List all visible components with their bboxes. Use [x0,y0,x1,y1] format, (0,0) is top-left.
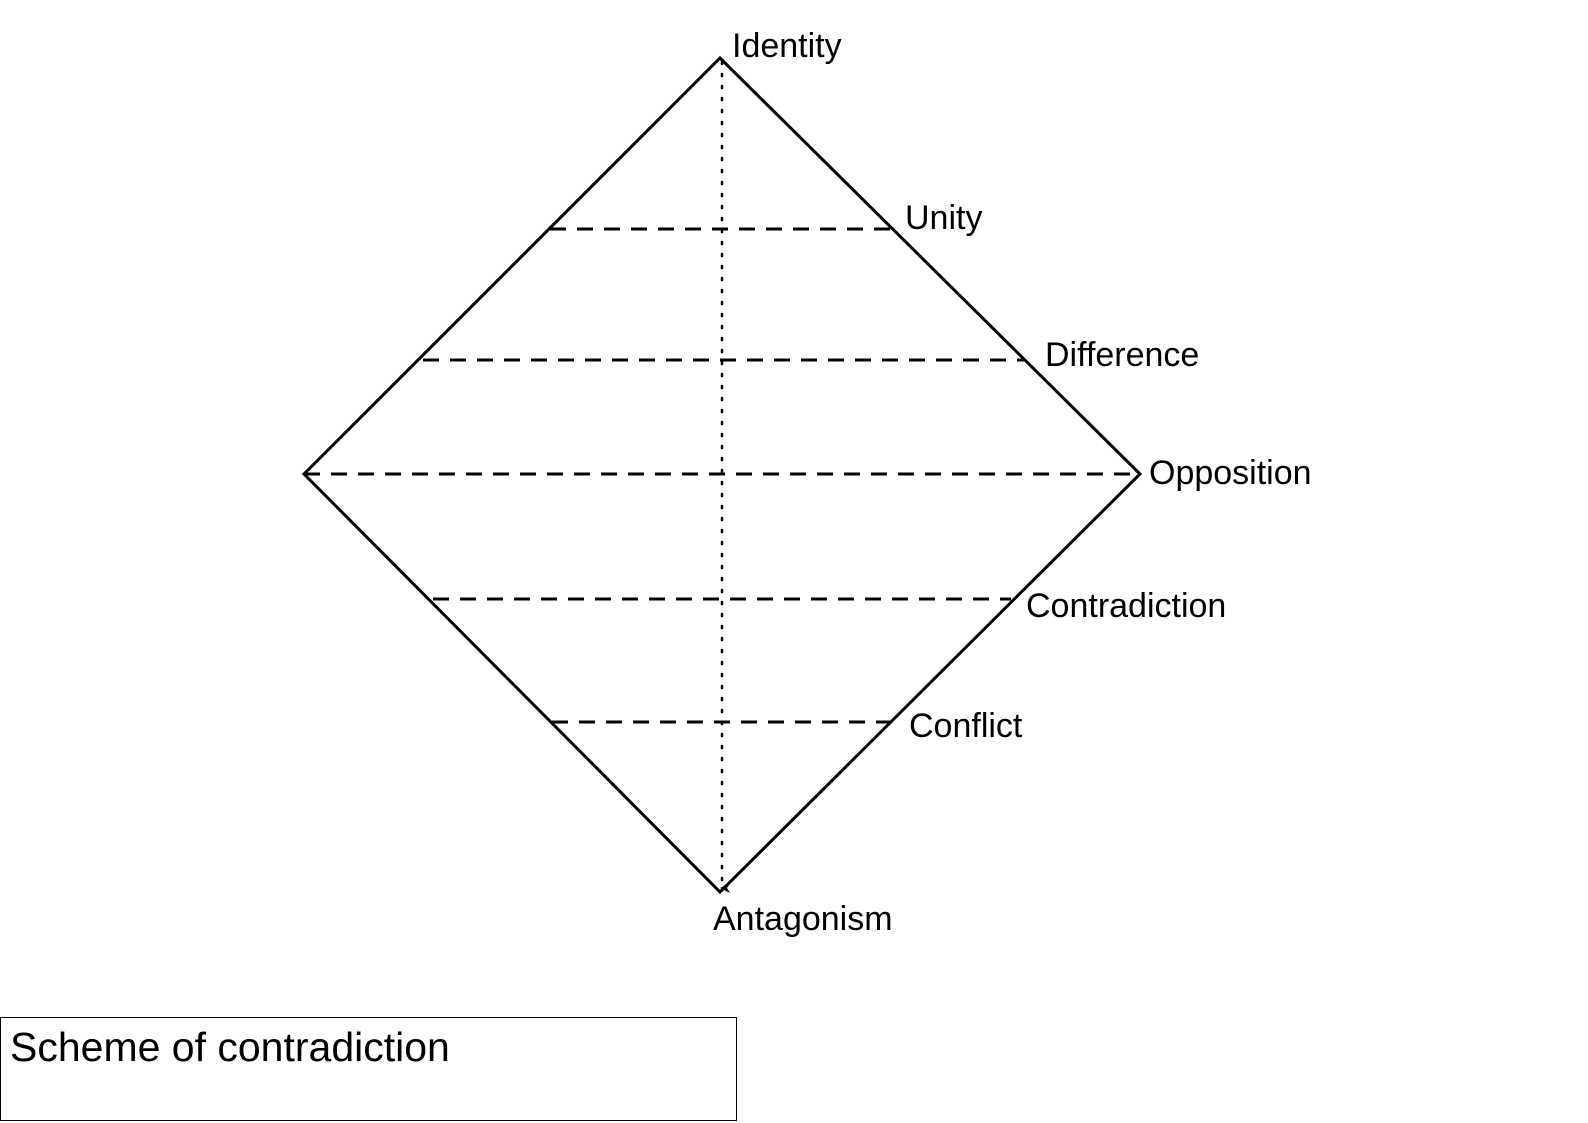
label-conflict: Conflict [909,707,1023,745]
label-identity: Identity [732,27,842,65]
caption-box: Scheme of contradiction [0,1017,737,1121]
label-opposition: Opposition [1149,454,1312,492]
diagram-caption: Scheme of contradiction [10,1024,450,1070]
label-antagonism: Antagonism [713,900,893,938]
label-contradiction: Contradiction [1026,587,1226,625]
label-difference: Difference [1045,336,1199,374]
label-unity: Unity [905,199,982,237]
